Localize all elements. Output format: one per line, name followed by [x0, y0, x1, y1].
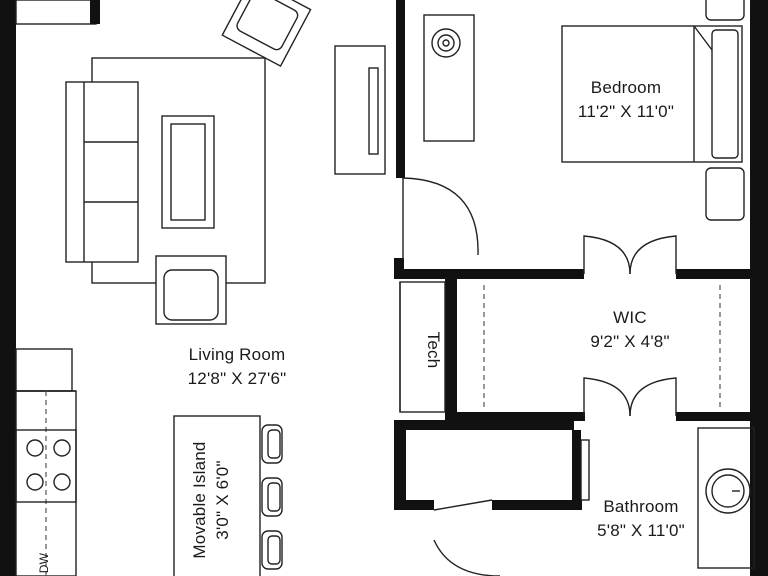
- hall-lower-wall-b: [492, 500, 582, 510]
- dishwasher-label: DW: [37, 552, 51, 573]
- vanity: [697, 427, 755, 569]
- wic-label: WIC: [613, 308, 647, 327]
- bathroom-fixtures: [697, 427, 755, 569]
- movable-island: [173, 415, 283, 576]
- bath-left-wall: [394, 420, 406, 510]
- wic-dims: 9'2" X 4'8": [590, 332, 669, 351]
- stove: [15, 429, 77, 503]
- bedroom-label: Bedroom: [591, 78, 661, 97]
- bath-top-wall: [394, 420, 574, 430]
- dresser: [423, 14, 475, 142]
- bath-inner-wall: [572, 430, 581, 510]
- outer-wall-right: [750, 0, 768, 576]
- room-labels: Bedroom 11'2" X 11'0" WIC 9'2" X 4'8" Li…: [188, 78, 685, 559]
- living-room-furniture: [65, 0, 386, 325]
- tv-console: [334, 45, 386, 175]
- bathroom-dims: 5'8" X 11'0": [597, 521, 685, 540]
- bar-stools: [261, 424, 283, 570]
- sofa: [65, 81, 139, 263]
- coffee-table: [161, 115, 215, 229]
- armchair-bottom: [155, 255, 227, 325]
- living-room-dims: 12'8" X 27'6": [188, 369, 287, 388]
- living-room-label: Living Room: [189, 345, 286, 364]
- wic-interior: [399, 281, 721, 413]
- nightstand-top: [705, 0, 745, 21]
- outer-wall-left: [0, 0, 16, 576]
- bedroom-wall-left: [396, 0, 405, 178]
- bathroom-label: Bathroom: [603, 497, 678, 516]
- sink: [705, 468, 751, 514]
- island-dims: 3'0" X 6'0": [213, 460, 232, 539]
- kitchen: DW: [15, 348, 77, 576]
- tech-label: Tech: [424, 332, 443, 369]
- living-divider-wall: [394, 258, 404, 276]
- nightstand-bottom: [705, 167, 745, 221]
- wic-bottom-wall-a: [445, 412, 585, 421]
- wic-bottom-wall-b: [676, 412, 756, 421]
- bed: [561, 25, 743, 163]
- bedroom-dims: 11'2" X 11'0": [578, 102, 674, 121]
- island-label: Movable Island: [190, 441, 209, 558]
- hall-lower-wall: [394, 500, 434, 510]
- wic-left-wall: [445, 279, 457, 419]
- doors: [402, 177, 677, 576]
- bedroom-bottom-wall-b: [676, 269, 756, 279]
- window-box: [15, 0, 100, 25]
- bedroom-bottom-wall-a: [394, 269, 584, 279]
- armchair-top: [221, 0, 312, 68]
- bedroom-furniture: [423, 0, 745, 221]
- counter-top: [15, 348, 73, 392]
